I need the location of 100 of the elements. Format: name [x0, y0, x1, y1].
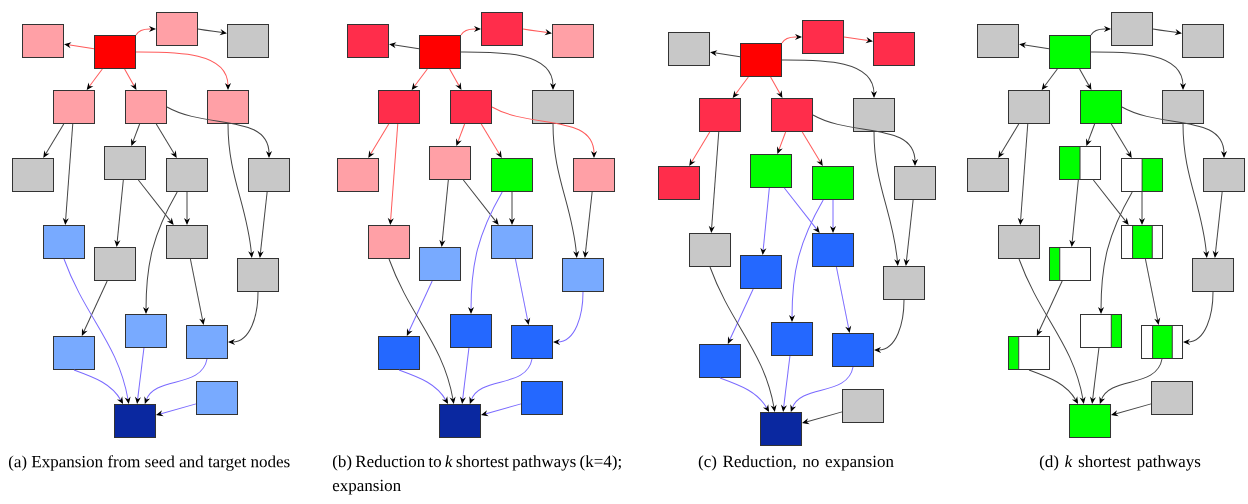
arrow	[258, 191, 268, 258]
node-box	[12, 158, 54, 192]
node-box	[125, 314, 167, 348]
arrow	[388, 258, 456, 404]
node-box	[1203, 158, 1245, 192]
caption: (b) Reduction to k shortest pathways (k=4); expansion	[332, 455, 621, 495]
node-box	[227, 24, 269, 58]
node-box	[521, 381, 563, 415]
node-box	[668, 32, 710, 66]
arrow	[135, 347, 145, 404]
arrow	[830, 199, 836, 233]
node-box	[967, 158, 1009, 192]
node-box	[1049, 247, 1091, 281]
arrow	[460, 51, 556, 90]
arrow	[135, 51, 231, 90]
arrow	[227, 123, 254, 258]
node-box	[740, 43, 782, 77]
arrow	[1182, 123, 1209, 258]
arrow	[789, 199, 824, 322]
arrow	[732, 76, 749, 98]
node-box	[1080, 90, 1122, 124]
arrow	[1018, 258, 1086, 404]
node-box	[832, 333, 874, 367]
arrow	[770, 76, 783, 98]
node-box	[481, 12, 523, 46]
node-box	[378, 336, 420, 370]
node-box	[740, 255, 782, 289]
arrow	[727, 288, 754, 344]
arrow	[812, 114, 918, 166]
arrow	[710, 50, 741, 58]
node-box	[771, 98, 813, 132]
node-box	[450, 90, 492, 124]
arrow	[709, 131, 720, 233]
node-box	[1192, 258, 1234, 292]
node-box	[1049, 35, 1091, 69]
node-box	[689, 233, 731, 267]
node-box	[1141, 325, 1183, 359]
node-box	[562, 258, 604, 292]
arrow	[781, 59, 877, 98]
node-box	[347, 24, 389, 58]
arrow	[802, 411, 843, 424]
node-box	[760, 412, 802, 446]
arrow	[460, 26, 481, 36]
node-box	[1121, 225, 1163, 259]
node-box	[511, 325, 553, 359]
arrow	[1213, 191, 1223, 258]
arrow	[1069, 179, 1079, 247]
arrow	[801, 131, 823, 166]
node-box	[337, 158, 379, 192]
arrow	[873, 131, 900, 266]
node-box	[1151, 381, 1193, 415]
arrow	[143, 191, 178, 314]
node-box	[883, 266, 925, 300]
arrow	[439, 179, 449, 247]
node-box	[53, 336, 95, 370]
node-box	[491, 225, 533, 259]
node-box	[419, 247, 461, 281]
arrow	[491, 106, 597, 158]
arrow	[114, 179, 124, 247]
arrow	[1092, 179, 1129, 225]
arrow	[411, 68, 428, 90]
arrow	[1152, 28, 1182, 35]
arrow	[144, 358, 208, 404]
node-box	[552, 24, 594, 58]
arrow	[843, 36, 873, 43]
arrow	[1019, 42, 1050, 50]
node-box	[439, 404, 481, 438]
arrow	[449, 68, 462, 90]
node-box	[750, 154, 792, 188]
arrow	[1090, 26, 1111, 36]
node-box	[1162, 90, 1204, 124]
node-box	[853, 98, 895, 132]
node-box	[977, 24, 1019, 58]
node-box	[450, 314, 492, 348]
node-box	[378, 90, 420, 124]
arrow	[998, 123, 1020, 158]
node-box	[125, 90, 167, 124]
arrow	[64, 42, 95, 50]
arrow	[189, 258, 205, 325]
arrow	[689, 131, 711, 166]
arrow	[874, 299, 905, 353]
arrow	[709, 266, 777, 412]
arrow	[73, 369, 123, 404]
node-box	[699, 344, 741, 378]
node-box	[94, 247, 136, 281]
node-box	[1182, 24, 1224, 58]
arrow	[468, 191, 503, 314]
node-box	[658, 166, 700, 200]
node-box	[491, 158, 533, 192]
arrow	[63, 258, 131, 404]
arrow	[719, 377, 769, 412]
arrow	[456, 123, 466, 146]
node-box	[699, 98, 741, 132]
arrow	[1036, 280, 1063, 336]
arrow	[156, 403, 197, 416]
arrow	[1018, 123, 1029, 225]
node-box	[1080, 314, 1122, 348]
node-box	[166, 225, 208, 259]
arrow	[166, 106, 272, 158]
arrow	[480, 123, 502, 158]
